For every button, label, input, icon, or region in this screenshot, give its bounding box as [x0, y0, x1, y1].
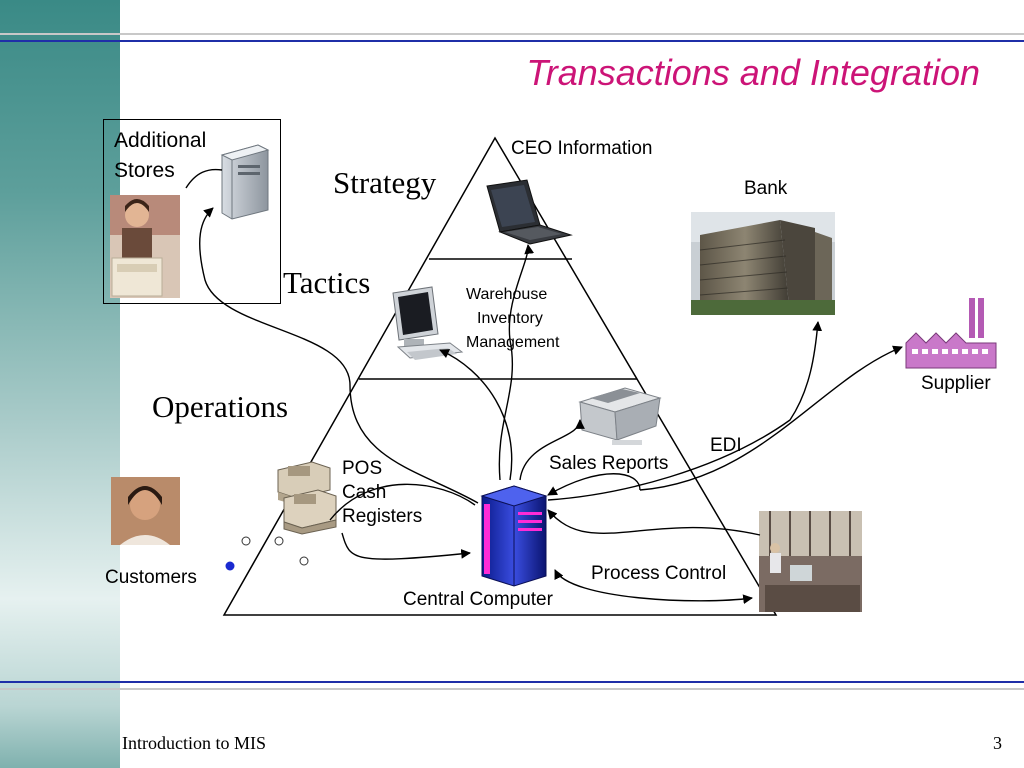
footer-course: Introduction to MIS	[122, 733, 266, 753]
process-control-photo	[759, 511, 862, 612]
top-rule	[0, 33, 1024, 35]
arrow-pos-feed	[329, 483, 476, 521]
desktop-computer-icon	[392, 286, 464, 360]
pos-label-2: Cash	[342, 482, 387, 503]
pyramid	[222, 136, 778, 616]
arrow-to-warehouse	[439, 349, 513, 481]
pos-label-1: POS	[342, 458, 383, 479]
arrow-to-stores	[199, 207, 479, 504]
top-rule-blue	[0, 40, 1024, 42]
bank-label: Bank	[744, 178, 788, 199]
bottom-rule-gray	[0, 688, 1024, 690]
footer-page-number: 3	[993, 733, 1002, 753]
arrow-to-supplier	[639, 345, 903, 491]
customers-label: Customers	[105, 567, 197, 588]
printer-icon	[578, 387, 662, 445]
pos-label-3: Registers	[342, 506, 423, 527]
warehouse-label-2: Inventory	[477, 310, 543, 327]
arrow-to-ceo	[498, 244, 535, 481]
customer-photo	[111, 477, 180, 545]
tactics-label: Tactics	[283, 265, 371, 300]
arrow-from-process	[547, 509, 761, 536]
bottom-rule	[0, 681, 1024, 683]
arrow-to-printer	[519, 419, 585, 481]
sales-reports-label: Sales Reports	[549, 453, 669, 474]
additional-stores-box	[103, 119, 281, 304]
mainframe-server-icon	[480, 485, 548, 587]
arrow-pos-to-central	[341, 532, 471, 560]
arrow-from-edi	[547, 473, 641, 496]
factory-icon	[905, 298, 997, 369]
edi-label: EDI	[710, 435, 742, 456]
additional-stores-label-2: Stores	[114, 159, 175, 182]
strategy-label: Strategy	[333, 165, 437, 200]
operations-label: Operations	[152, 389, 289, 424]
teal-sidebar	[0, 0, 120, 768]
store-clerk-photo	[110, 195, 180, 298]
warehouse-label-1: Warehouse	[466, 286, 548, 303]
laptop-icon	[486, 179, 573, 245]
process-control-label: Process Control	[591, 563, 727, 584]
server-tower-icon	[220, 144, 270, 220]
arrow-to-bank	[547, 321, 823, 501]
ceo-label: CEO Information	[511, 138, 653, 159]
bank-building-photo	[691, 212, 835, 315]
slide-title: Transactions and Integration	[526, 52, 980, 93]
arrow-process-control	[554, 569, 753, 605]
customer-dots	[225, 536, 309, 571]
additional-stores-label-1: Additional	[114, 129, 207, 152]
store-connector	[185, 168, 223, 189]
supplier-label: Supplier	[921, 373, 991, 394]
flow-arrows	[199, 207, 903, 605]
warehouse-label-3: Management	[466, 334, 560, 351]
central-computer-label: Central Computer	[403, 589, 553, 610]
cash-register-icon	[277, 461, 337, 535]
